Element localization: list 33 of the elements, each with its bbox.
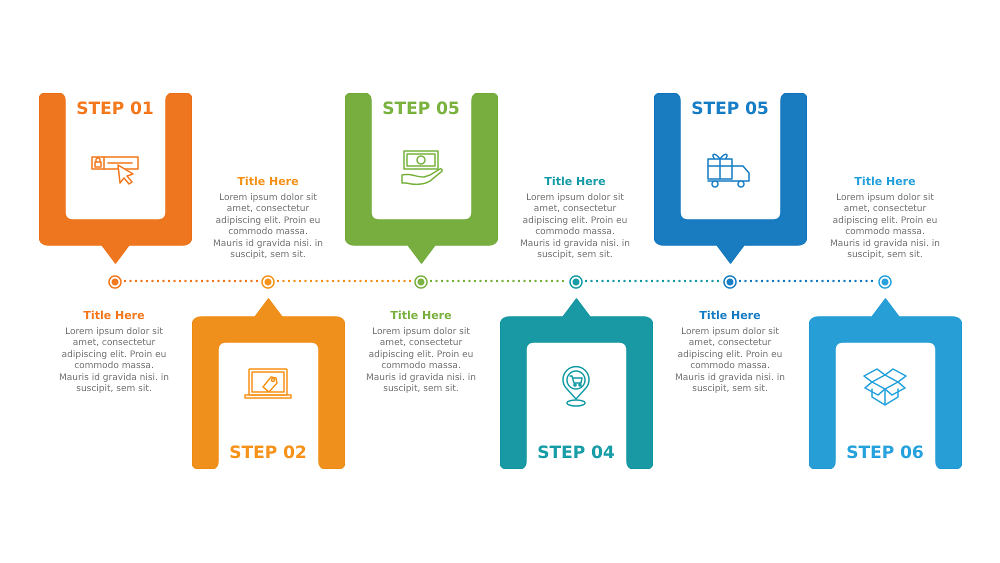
step-heading: STEP 02 (228, 443, 308, 463)
timeline-dot (723, 274, 737, 288)
block-title: Title Here (82, 309, 146, 322)
timeline-dot (569, 274, 583, 288)
step-marker (808, 297, 962, 469)
timeline-dot (414, 274, 428, 288)
description-text: Lorem ipsum dolor sit amet, consectetur adipiscing elit. Proin eu commodo massa. Mauris id gravida nisi. in suscipit, sem sit. (829, 193, 941, 262)
step-heading: STEP 05 (381, 99, 461, 119)
dotted-connector (124, 280, 260, 282)
step-heading: STEP 05 (690, 99, 770, 119)
dotted-connector (276, 280, 412, 282)
step-heading: STEP 01 (75, 99, 155, 119)
timeline-dot (261, 274, 275, 288)
step-heading: STEP 04 (536, 443, 616, 463)
block-title: Title Here (236, 175, 300, 188)
timeline-dot (108, 274, 122, 288)
description-text: Lorem ipsum dolor sit amet, consectetur adipiscing elit. Proin eu commodo massa. Mauris id gravida nisi. in suscipit, sem sit. (58, 327, 170, 396)
step-marker (344, 93, 498, 265)
block-title: Title Here (543, 175, 607, 188)
timeline-dot (878, 274, 892, 288)
description-text: Lorem ipsum dolor sit amet, consectetur adipiscing elit. Proin eu commodo massa. Mauris id gravida nisi. in suscipit, sem sit. (212, 193, 324, 262)
description-text: Lorem ipsum dolor sit amet, consectetur adipiscing elit. Proin eu commodo massa. Mauris id gravida nisi. in suscipit, sem sit. (519, 193, 631, 262)
step-marker (192, 297, 344, 469)
block-title: Title Here (853, 175, 917, 188)
step-marker (654, 93, 806, 265)
description-text: Lorem ipsum dolor sit amet, consectetur adipiscing elit. Proin eu commodo massa. Mauris id gravida nisi. in suscipit, sem sit. (365, 327, 477, 396)
block-title: Title Here (698, 309, 762, 322)
dotted-connector (584, 280, 722, 282)
step-marker (500, 297, 652, 469)
description-text: Lorem ipsum dolor sit amet, consectetur adipiscing elit. Proin eu commodo massa. Mauris id gravida nisi. in suscipit, sem sit. (674, 327, 786, 396)
block-title: Title Here (389, 309, 453, 322)
step-marker (38, 93, 192, 265)
step-heading: STEP 06 (845, 443, 925, 463)
